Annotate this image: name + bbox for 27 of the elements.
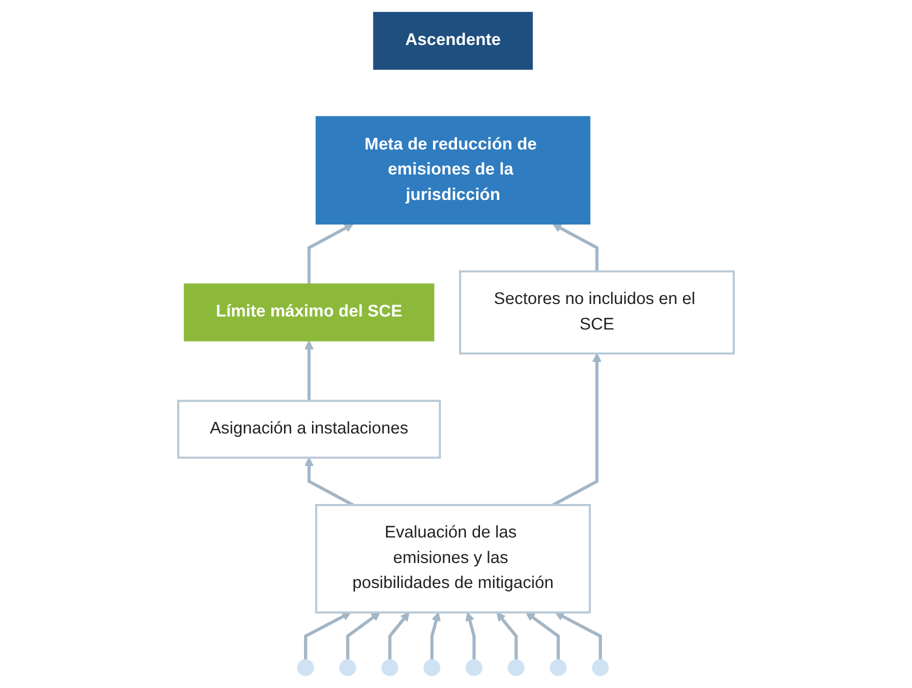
node-circle <box>466 659 482 676</box>
node-box: Asignación a instalaciones <box>177 400 441 459</box>
node-circle <box>550 659 567 676</box>
node-circle <box>381 659 398 676</box>
arrow <box>430 612 441 660</box>
node-box: Meta de reducción de emisiones de la jurisdicción <box>316 116 590 225</box>
arrow <box>388 612 410 660</box>
node-circle <box>592 659 609 676</box>
node-box: Ascendente <box>373 12 533 70</box>
node-box: Evaluación de las emisiones y las posibilidades de mitigación <box>315 504 591 614</box>
node-box: Límite máximo del SCE <box>184 283 434 342</box>
arrow <box>304 612 352 660</box>
node-box: Sectores no incluidos en el SCE <box>459 270 735 355</box>
arrow <box>346 612 380 660</box>
arrow <box>552 353 602 506</box>
node-circle <box>297 659 314 676</box>
arrow <box>465 612 476 660</box>
arrow <box>552 224 598 272</box>
arrow <box>496 612 518 660</box>
node-circle <box>508 659 525 676</box>
arrow <box>304 457 354 506</box>
node-circle <box>339 659 356 676</box>
arrow <box>307 224 354 284</box>
arrow <box>526 612 560 660</box>
node-circle <box>424 659 440 676</box>
arrow <box>554 612 602 660</box>
arrow <box>304 340 314 401</box>
